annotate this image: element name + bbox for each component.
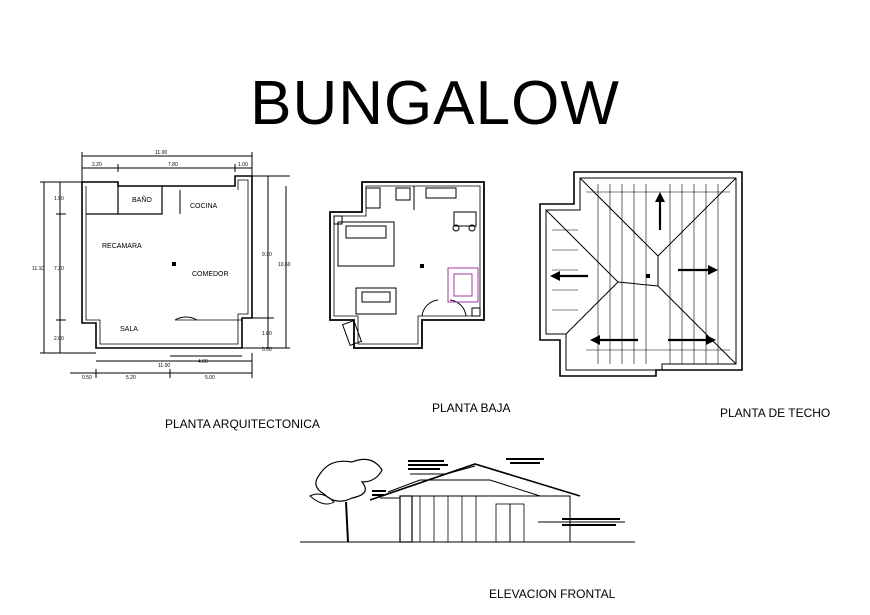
dim-bottom-a: 0.50 [82, 375, 92, 381]
caption-planta-arquitectonica: PLANTA ARQUITECTONICA [165, 417, 320, 431]
dim-top-b: 7.80 [168, 162, 178, 168]
dim-top-c: 1.00 [238, 162, 248, 168]
dim-right-b: 1.00 [262, 331, 272, 337]
dim-right-a: 9.10 [262, 252, 272, 258]
room-cocina: COCINA [190, 203, 218, 210]
caption-planta-baja: PLANTA BAJA [432, 401, 511, 415]
dim-top-total: 11.00 [155, 150, 167, 156]
room-comedor: COMEDOR [192, 271, 229, 278]
roof-plan [539, 171, 743, 377]
architectural-plan: 11.00 2.20 7.80 1.00 1.90 7.20 2.00 11.1… [32, 150, 291, 381]
caption-elevacion-frontal: ELEVACION FRONTAL [489, 587, 616, 601]
front-elevation [300, 458, 635, 543]
dim-top-a: 2.20 [92, 162, 102, 168]
dim-bottom-c: 5.00 [205, 375, 215, 381]
dim-left-a: 1.90 [54, 196, 64, 202]
room-bano: BAÑO [132, 195, 152, 204]
dim-right-total: 10.60 [278, 262, 291, 268]
caption-planta-de-techo: PLANTA DE TECHO [720, 406, 831, 420]
dim-left-b: 7.20 [54, 266, 64, 272]
dim-bottom-b: 5.20 [126, 375, 136, 381]
dim-left-total: 11.10 [32, 266, 44, 272]
room-sala: SALA [120, 326, 138, 333]
dim-left-c: 2.00 [54, 336, 64, 342]
dim-bottom-inner: 4.00 [198, 359, 208, 365]
ground-floor-plan [329, 181, 485, 349]
room-recamara: RECAMARA [102, 243, 142, 250]
dim-bottom-total: 11.00 [158, 363, 170, 369]
drawing-title: BUNGALOW [250, 69, 620, 138]
dim-right-c: 0.50 [262, 347, 272, 353]
